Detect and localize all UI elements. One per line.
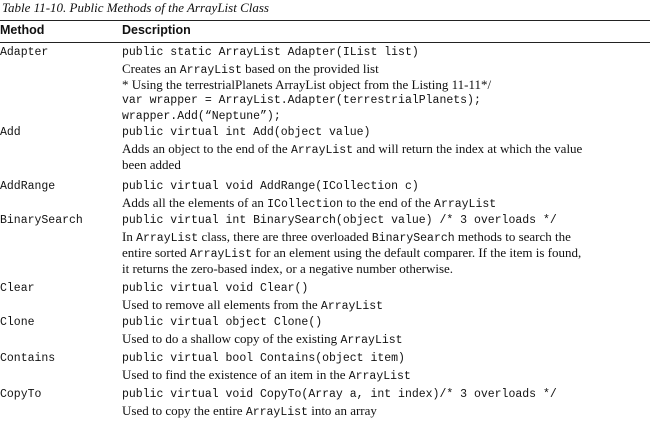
header-rule — [0, 42, 650, 43]
description-line: Adds all the elements of an ICollection … — [122, 195, 648, 211]
inline-text: In — [122, 229, 137, 244]
inline-code: ArrayList — [434, 198, 497, 211]
inline-text: Used to copy the entire — [122, 403, 246, 418]
description-line: it returns the zero-based index, or a ne… — [122, 261, 454, 276]
inline-text: Used to find the existence of an item in… — [122, 367, 349, 382]
description-line: entire sorted ArrayList for an element u… — [122, 245, 648, 261]
inline-text: entire sorted — [122, 245, 190, 260]
method-description: public virtual void CopyTo(Array a, int … — [122, 387, 648, 419]
method-name: Add — [0, 126, 21, 139]
inline-code: ArrayList — [245, 406, 308, 419]
inline-text: Used to do a shallow copy of the existin… — [122, 331, 341, 346]
inline-code: ArrayList — [340, 334, 403, 347]
column-header-description: Description — [122, 23, 191, 37]
inline-text: Adds all the elements of an — [122, 195, 268, 210]
inline-text: and will return the index at which the v… — [353, 141, 583, 156]
method-description: public virtual int BinarySearch(object v… — [122, 213, 648, 277]
description-line: * Using the terrestrialPlanets ArrayList… — [122, 77, 492, 92]
code-signature: public static ArrayList Adapter(IList li… — [122, 46, 419, 59]
description-line: Creates an ArrayList based on the provid… — [122, 61, 648, 77]
description-line: In ArrayList class, there are three over… — [122, 229, 648, 245]
code-signature: public virtual void CopyTo(Array a, int … — [122, 388, 557, 401]
description-line: Used to remove all elements from the Arr… — [122, 297, 648, 313]
method-description: public virtual void AddRange(ICollection… — [122, 179, 648, 211]
method-name: BinarySearch — [0, 214, 83, 227]
inline-text: methods to search the — [454, 229, 571, 244]
code-signature: var wrapper = ArrayList.Adapter(terrestr… — [122, 94, 481, 107]
code-signature: public virtual void AddRange(ICollection… — [122, 180, 419, 193]
inline-code: ArrayList — [290, 144, 354, 157]
inline-text: based on the provided list — [241, 61, 379, 76]
code-signature: public virtual bool Contains(object item… — [122, 352, 405, 365]
method-description: public static ArrayList Adapter(IList li… — [122, 45, 648, 125]
table-caption: Table 11-10. Public Methods of the Array… — [2, 0, 269, 15]
method-name: Adapter — [0, 46, 49, 59]
inline-code: BinarySearch — [371, 232, 455, 245]
method-name: CopyTo — [0, 388, 42, 401]
method-name: Contains — [0, 352, 56, 365]
code-signature: public virtual void Clear() — [122, 282, 309, 295]
inline-code: ArrayList — [189, 248, 252, 261]
column-header-method: Method — [0, 23, 45, 37]
method-name: AddRange — [0, 180, 56, 193]
code-signature: public virtual object Clone() — [122, 316, 323, 329]
method-name: Clear — [0, 282, 35, 295]
inline-text: class, there are three overloaded — [198, 229, 372, 244]
inline-text: Creates an — [122, 61, 180, 76]
code-signature: public virtual int Add(object value) — [122, 126, 371, 139]
inline-text: for an element using the default compare… — [252, 245, 582, 260]
inline-text: into an array — [307, 403, 377, 418]
method-description: public virtual void Clear() Used to remov… — [122, 281, 648, 313]
inline-text: Used to remove all elements from the — [122, 297, 321, 312]
code-signature: public virtual int BinarySearch(object v… — [122, 214, 557, 227]
method-name: Clone — [0, 316, 35, 329]
method-description: public virtual int Add(object value) Adds… — [122, 125, 648, 173]
inline-code: ArrayList — [348, 370, 411, 383]
table-top-rule — [0, 20, 650, 21]
description-line: Used to do a shallow copy of the existin… — [122, 331, 648, 347]
code-signature: wrapper.Add(“Neptune”); — [122, 110, 281, 123]
inline-text: Adds an object to the end of the — [122, 141, 291, 156]
description-line: been added — [122, 157, 181, 172]
inline-text: to the end of the — [343, 195, 435, 210]
description-line: Used to find the existence of an item in… — [122, 367, 648, 383]
description-line: Used to copy the entire ArrayList into a… — [122, 403, 648, 419]
inline-code: ICollection — [267, 198, 344, 211]
inline-code: ArrayList — [179, 64, 242, 77]
inline-code: ArrayList — [320, 300, 384, 313]
description-line: Adds an object to the end of the ArrayLi… — [122, 141, 648, 157]
method-description: public virtual bool Contains(object item… — [122, 351, 648, 383]
method-description: public virtual object Clone() Used to do … — [122, 315, 648, 347]
inline-code: ArrayList — [136, 232, 199, 245]
